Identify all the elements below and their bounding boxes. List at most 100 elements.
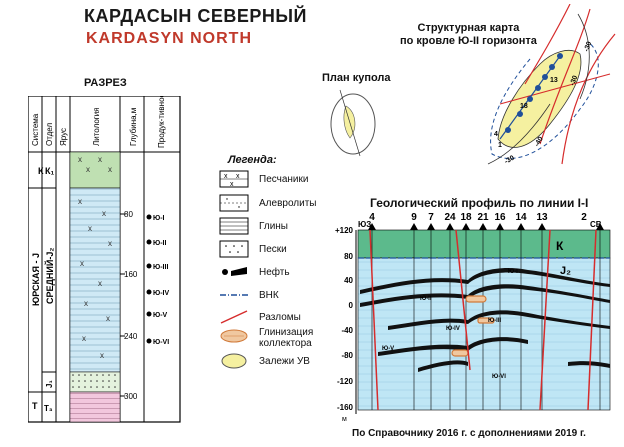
field-title-ru: КАРДАСЫН СЕВЕРНЫЙ	[84, 6, 307, 26]
svg-text:x: x	[84, 299, 88, 308]
clay-reservoir-icon	[220, 329, 248, 343]
well-label: 24	[444, 212, 456, 223]
field-title-en: KARDASYN NORTH	[86, 30, 252, 47]
hydrocarbon-icon	[221, 353, 247, 369]
dome-outline	[330, 93, 376, 155]
contour-label: -30	[569, 75, 579, 87]
owc-line-icon	[220, 294, 248, 296]
svg-text:x: x	[82, 334, 86, 343]
dome-plan	[330, 89, 376, 157]
horizon-label: Ю-VI	[492, 374, 506, 380]
fault-line	[524, 4, 571, 85]
depth-tick-160: 160	[124, 270, 138, 279]
fault-lines	[369, 229, 597, 411]
horizon-label: Ю-I	[508, 269, 518, 275]
depth-tick-300: 300	[124, 392, 138, 401]
prod-ju6: Ю-VI	[153, 339, 169, 346]
depth-label: 0	[349, 301, 354, 310]
prod-ju4: Ю-IV	[153, 290, 169, 297]
depth-tick-80: 80	[124, 210, 133, 219]
well-markers	[368, 223, 604, 230]
well-label: 16	[494, 212, 506, 223]
stratigraphic-column: Система Отдел Ярус Литология Глубина,м П…	[28, 96, 181, 423]
well-label: 9	[411, 212, 417, 223]
system-jurassic: ЮРСКАЯ - J	[31, 253, 41, 306]
depth-label: -80	[341, 351, 353, 360]
well-label: 2	[581, 212, 587, 223]
hydrocarbon-deposit	[497, 50, 582, 148]
svg-text:x: x	[98, 155, 102, 164]
well-label: 14	[515, 212, 527, 223]
direction-sw: ЮЗ	[358, 220, 371, 229]
direction-ne: СВ	[590, 220, 602, 229]
map-well-label: 18	[520, 103, 528, 110]
fault-icon	[220, 310, 248, 324]
svg-text:x: x	[108, 239, 112, 248]
prod-ju1: Ю-I	[153, 215, 165, 222]
svg-text:x: x	[78, 197, 82, 206]
well-label: 4	[369, 212, 375, 223]
structural-map: -30 -30 -40 -30 13 18 4 1	[487, 4, 616, 166]
svg-text:x: x	[88, 224, 92, 233]
map-title: Структурная карта по кровле Ю-II горизон…	[400, 22, 537, 47]
map-well-label: 1	[498, 142, 502, 149]
depth-tick-240: 240	[124, 332, 138, 341]
svg-text:x: x	[224, 173, 228, 180]
depth-label: 80	[344, 252, 353, 261]
svg-text:x: x	[78, 155, 82, 164]
fault-line	[539, 8, 591, 145]
layer-k-label: К	[556, 239, 564, 253]
svg-text:x: x	[106, 314, 110, 323]
well-label: 7	[428, 212, 434, 223]
contour-line	[487, 103, 551, 165]
header-productivity: Продук-тивность	[157, 96, 166, 148]
legend-title: Легенда:	[228, 154, 277, 166]
header-stage: Ярус	[59, 128, 68, 146]
profile-title: Геологический профиль по линии I-I	[370, 196, 589, 210]
svg-text:x: x	[108, 165, 112, 174]
sand-icon	[219, 240, 249, 258]
header-department: Отдел	[45, 123, 54, 146]
contour-label: -30	[504, 155, 516, 166]
svg-text:x: x	[86, 165, 90, 174]
oil-icon	[222, 267, 247, 276]
header-lithology: Литология	[92, 108, 101, 147]
prod-ju3: Ю-III	[153, 264, 168, 271]
dome-fault	[339, 89, 361, 157]
depth-label: -120	[337, 377, 354, 386]
depth-label: +120	[335, 226, 354, 235]
svg-text:x: x	[100, 351, 104, 360]
lithology-middle-jurassic	[69, 187, 121, 373]
department-j1: J₁	[45, 380, 54, 388]
layer-j2-label: J₂	[560, 265, 571, 277]
well-label: 13	[536, 212, 548, 223]
depth-unit: м	[342, 416, 347, 423]
horizon-label: Ю-IV	[446, 326, 460, 332]
well-label: 21	[477, 212, 489, 223]
geological-profile: +120 80 40 0 -40 -80 -120 -160 м К J₂ 4 …	[335, 212, 611, 423]
dome-title: План купола	[322, 72, 391, 84]
header-system: Система	[31, 113, 40, 146]
contour-line	[577, 13, 590, 100]
horizon-label: Ю-II	[420, 296, 432, 302]
department-t3: Т₃	[44, 404, 53, 413]
depth-label: -160	[337, 403, 354, 412]
map-well-label: 4	[494, 131, 498, 138]
lithology-lower-jurassic	[69, 371, 121, 393]
system-k: К	[38, 166, 44, 176]
owc-contour	[490, 41, 599, 159]
svg-text:x: x	[80, 259, 84, 268]
depth-label: 40	[344, 276, 353, 285]
prod-ju2: Ю-II	[153, 240, 166, 247]
horizon-label: Ю-V	[382, 346, 394, 352]
prod-ju5: Ю-V	[153, 312, 168, 319]
map-well-label: 13	[550, 77, 558, 84]
header-depth: Глубина,м	[129, 108, 138, 146]
horizon-label: Ю-III	[488, 318, 502, 324]
source-note: По Справочнику 2016 г. с дополнениями 20…	[352, 428, 586, 439]
department-j2: СРЕДНИЙ-J₂	[44, 248, 55, 304]
department-k1: К₁	[45, 166, 54, 176]
svg-text:x: x	[98, 279, 102, 288]
siltstone-icon	[219, 194, 249, 212]
